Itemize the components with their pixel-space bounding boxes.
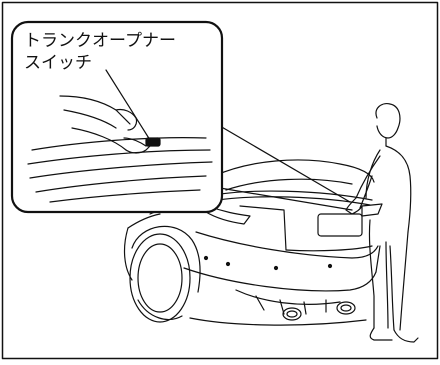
callout-label-line-2: スイッチ: [24, 53, 92, 73]
trunk-opener-switch: [145, 137, 161, 147]
license-plate: [317, 213, 363, 237]
outer-frame: [1, 1, 439, 360]
callout-connector-line: [219, 187, 353, 211]
callout-connector-line: [219, 125, 351, 203]
callout-frame: [10, 20, 224, 214]
person-illustration: [345, 103, 419, 343]
label-leader-line: [105, 69, 151, 141]
callout-detail: [10, 20, 224, 214]
callout-label-line-1: トランクオープナー: [24, 31, 176, 51]
